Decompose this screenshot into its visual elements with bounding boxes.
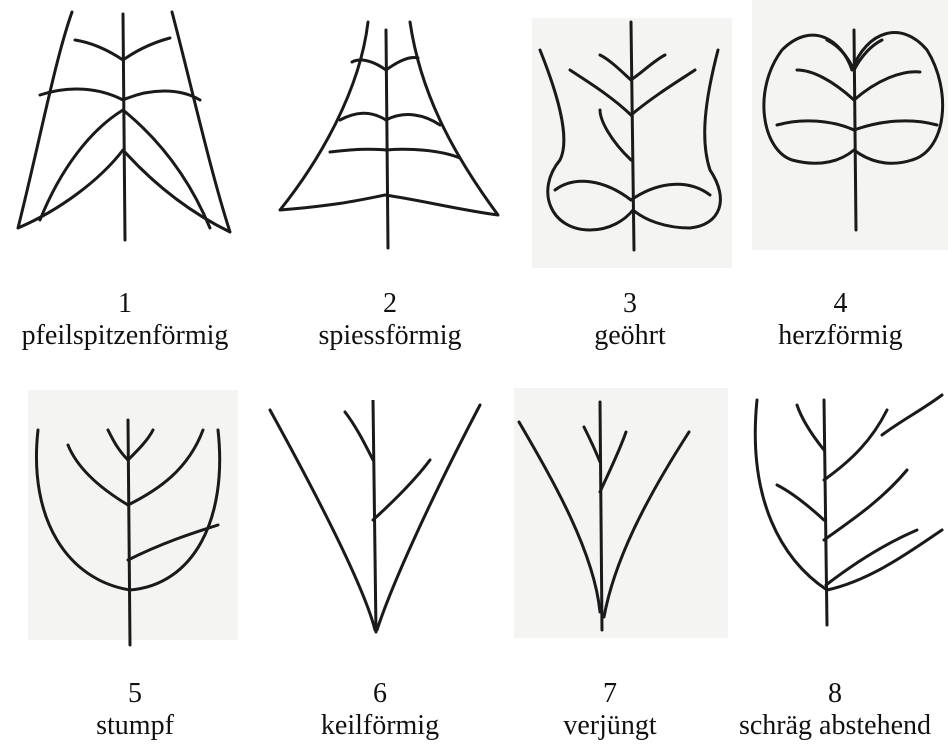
vein: [826, 530, 917, 585]
vein: [824, 470, 907, 540]
leaf-drawing-attenuate: [514, 392, 728, 642]
vein: [631, 70, 695, 115]
vein: [128, 430, 153, 460]
vein: [108, 430, 128, 460]
vein: [631, 55, 665, 80]
caption-6: 6 keilförmig: [255, 678, 505, 742]
vein: [340, 113, 386, 120]
leaf-outline: [755, 400, 942, 590]
vein: [75, 40, 123, 60]
leaf-drawing-cordate: [752, 0, 948, 250]
vein: [123, 91, 200, 100]
figure-number: 5: [0, 678, 270, 710]
caption-2: 2 spiessförmig: [265, 288, 515, 352]
vein: [570, 70, 631, 115]
vein: [128, 525, 218, 560]
leaf-outline: [540, 50, 720, 230]
figure-name: stumpf: [0, 710, 270, 742]
vein: [330, 149, 386, 152]
caption-4: 4 herzförmig: [733, 288, 948, 352]
vein: [600, 432, 626, 492]
leaf-outline: [882, 395, 942, 435]
vein: [345, 412, 373, 460]
midrib: [600, 402, 602, 630]
leaf-drawing-hastate: [260, 0, 510, 250]
leaf-figure-5: [28, 390, 238, 650]
leaf-outline: [270, 410, 375, 630]
vein: [123, 110, 210, 228]
caption-7: 7 verjüngt: [490, 678, 730, 742]
figure-number: 6: [255, 678, 505, 710]
leaf-figure-4: [752, 0, 948, 250]
vein: [386, 115, 440, 125]
leaf-outline: [519, 422, 600, 612]
midrib: [123, 14, 125, 240]
vein: [854, 121, 937, 130]
midrib: [824, 400, 827, 625]
caption-1: 1 pfeilspitzenförmig: [0, 288, 250, 352]
vein: [40, 89, 123, 100]
leaf-drawing-oblique: [742, 390, 948, 640]
vein: [68, 445, 128, 505]
caption-3: 3 geöhrt: [505, 288, 755, 352]
figure-number: 1: [0, 288, 250, 320]
figure-number: 4: [733, 288, 948, 320]
vein: [555, 181, 631, 200]
leaf-outline: [377, 405, 480, 630]
vein: [584, 427, 600, 462]
figure-name: verjüngt: [490, 710, 730, 742]
leaf-outline: [604, 432, 689, 617]
leaf-figure-7: [514, 392, 728, 642]
figure-name: pfeilspitzenförmig: [0, 320, 250, 352]
midrib: [631, 22, 634, 250]
figure-name: schräg abstehend: [722, 710, 948, 742]
midrib: [386, 30, 388, 248]
leaf-drawing-cuneate: [265, 400, 485, 640]
vein: [824, 410, 887, 480]
figure-number: 3: [505, 288, 755, 320]
vein: [128, 430, 203, 505]
leaf-drawing-obtuse: [28, 390, 238, 650]
vein: [631, 184, 710, 200]
figure-name: spiessförmig: [265, 320, 515, 352]
leaf-drawing-arrowhead: [0, 0, 250, 250]
vein: [123, 38, 170, 60]
vein: [386, 149, 460, 158]
vein: [600, 55, 631, 80]
vein: [386, 58, 418, 71]
figure-number: 2: [265, 288, 515, 320]
figure-number: 7: [490, 678, 730, 710]
figure-name: herzförmig: [733, 320, 948, 352]
leaf-figure-8: [742, 390, 948, 640]
figure-name: geöhrt: [505, 320, 755, 352]
figure-number: 8: [722, 678, 948, 710]
vein: [797, 70, 854, 100]
vein: [600, 110, 631, 160]
figure-name: keilförmig: [255, 710, 505, 742]
vein: [777, 121, 854, 130]
leaf-figure-6: [265, 400, 485, 640]
leaf-drawing-auriculate: [530, 0, 740, 260]
vein: [854, 72, 920, 100]
leaf-figure-1: [0, 0, 250, 250]
midrib: [128, 420, 130, 645]
vein: [373, 460, 430, 520]
vein: [797, 405, 824, 450]
caption-8: 8 schräg abstehend: [722, 678, 948, 742]
vein: [777, 485, 824, 520]
caption-5: 5 stumpf: [0, 678, 270, 742]
leaf-figure-2: [260, 0, 510, 250]
leaf-figure-3: [530, 0, 740, 260]
